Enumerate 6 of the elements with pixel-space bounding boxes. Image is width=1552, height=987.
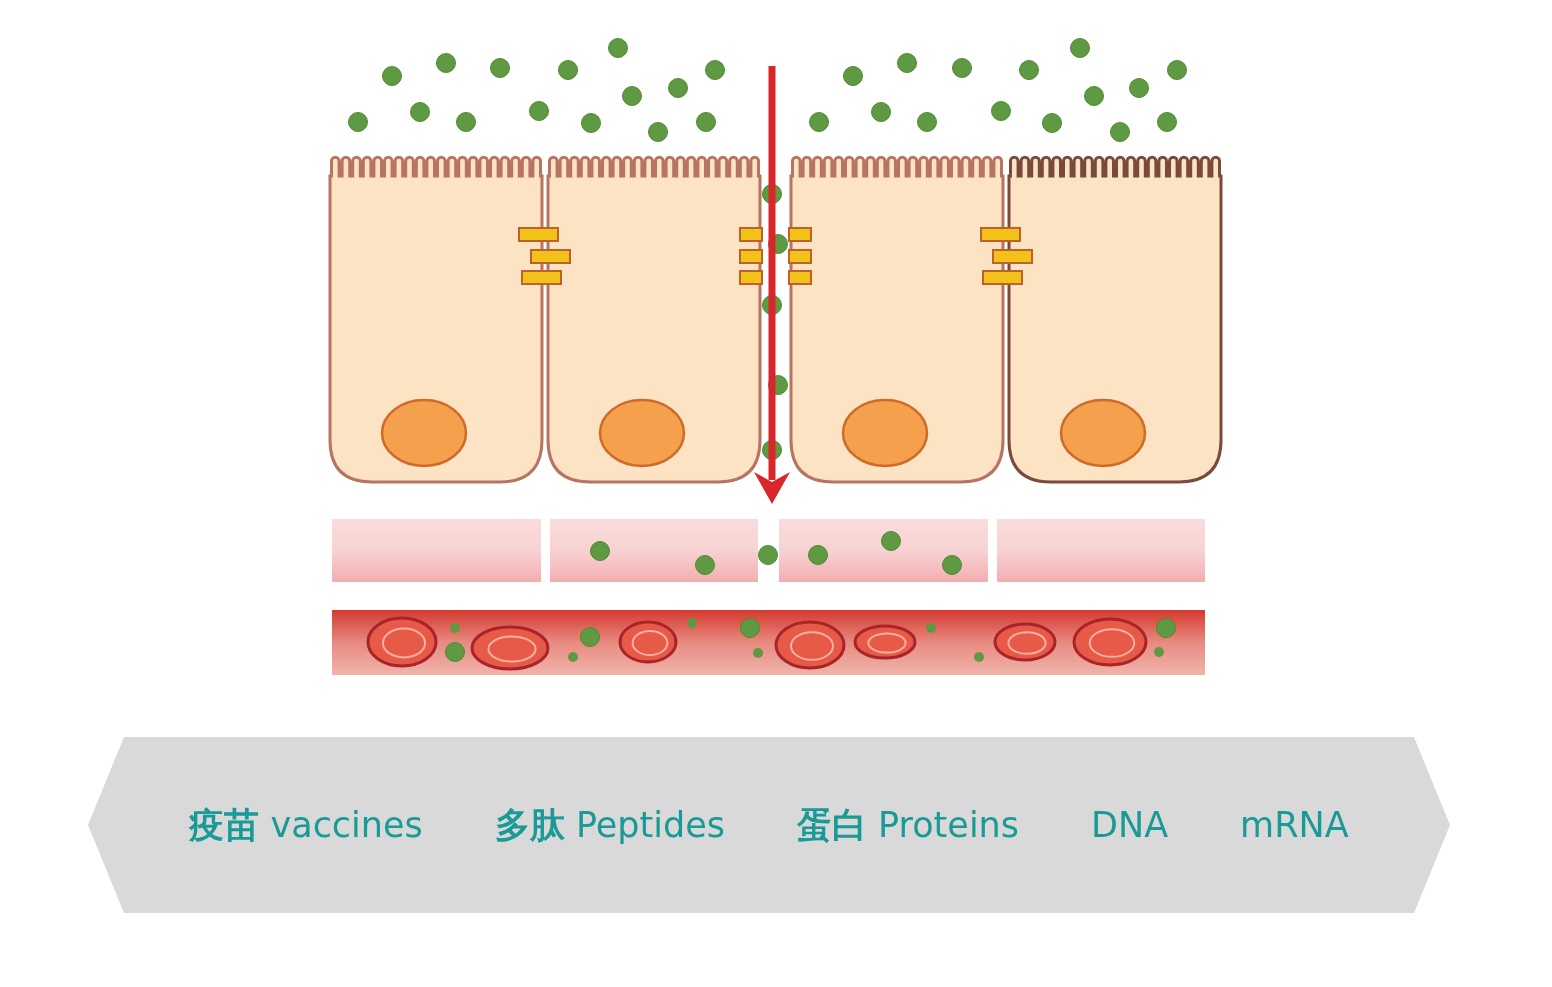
label: 多肽 Peptides: [494, 802, 725, 847]
label: 蛋白 Proteins: [796, 802, 1020, 847]
label: 疫苗 vaccines: [189, 802, 423, 847]
hexagon-banner: [88, 737, 1450, 913]
label: mRNA: [1240, 805, 1349, 845]
label: DNA: [1091, 805, 1169, 845]
